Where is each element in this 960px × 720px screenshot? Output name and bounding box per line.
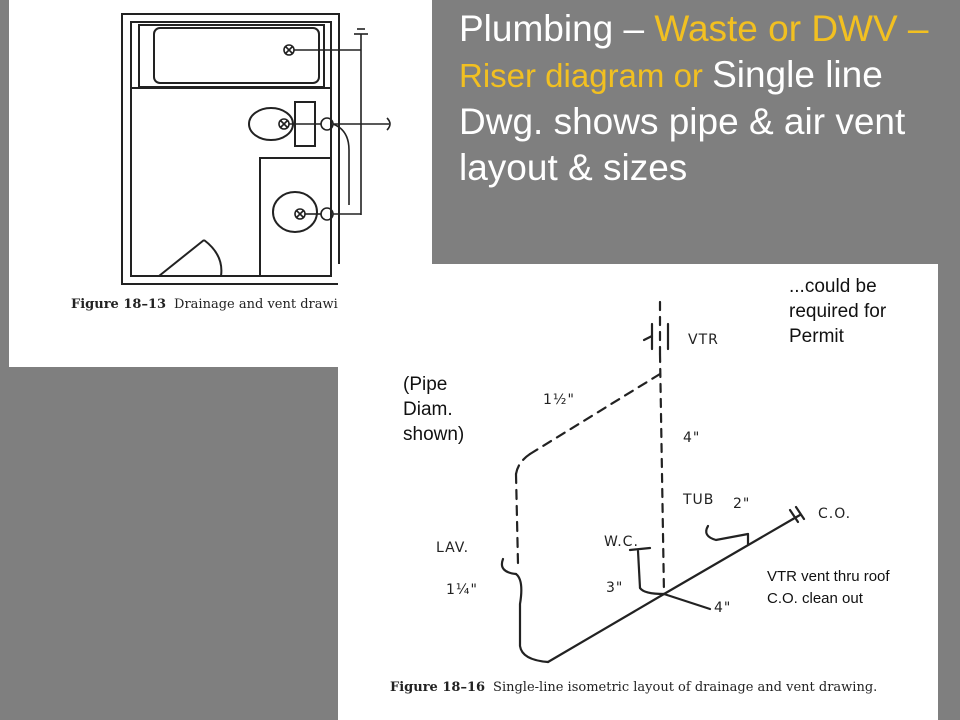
label-main-size: 4"	[714, 600, 731, 616]
door-leaf	[158, 239, 205, 277]
stack-line	[658, 352, 666, 596]
lavatory-basin	[272, 191, 318, 233]
figure-caption-riser: Figure 18–16 Single-line isometric layout…	[390, 680, 877, 695]
label-wc-size: 3"	[606, 580, 623, 596]
figure-number: Figure 18–16	[390, 680, 486, 695]
label-vtr: VTR	[688, 332, 719, 348]
label-stack-size: 4"	[683, 430, 700, 446]
isometric-riser-drawing: VTR 1½" 4" TUB 2" C.O. W.C. 3" 4" LAV. 1…	[436, 300, 851, 664]
title-part-3: Riser diagram or	[459, 57, 713, 94]
label-wc: W.C.	[604, 534, 639, 550]
tub-enclosure	[138, 24, 325, 88]
pipe-diameter-note: (Pipe Diam. shown)	[403, 374, 465, 445]
toilet-bowl	[248, 107, 294, 141]
figure-caption-text: Single-line isometric layout of drainage…	[493, 680, 878, 695]
lav-drain	[514, 572, 550, 664]
label-tub: TUB	[682, 492, 714, 508]
vanity	[259, 157, 332, 277]
legend-cleanout: C.O. clean out	[767, 590, 863, 607]
bathtub	[153, 27, 320, 84]
title-part-2: Waste or DWV –	[654, 8, 929, 49]
floor-plan-drawing	[121, 13, 391, 285]
title-part-4: Single line Dwg. shows pipe & air vent l…	[459, 54, 906, 188]
slide-title: Plumbing – Waste or DWV – Riser diagram …	[459, 6, 949, 191]
title-part-1: Plumbing –	[459, 8, 655, 49]
figure-caption-drainage: Figure 18–13 Drainage and vent drawing.	[71, 297, 359, 312]
figure-number: Figure 18–13	[71, 297, 167, 312]
permit-note: ...could be required for Permit	[789, 276, 887, 347]
label-tub-size: 2"	[733, 496, 750, 512]
floor-plan-figure: Figure 18–13 Drainage and vent drawing.	[9, 0, 432, 367]
legend-vtr: VTR vent thru roof	[767, 568, 890, 585]
label-cleanout: C.O.	[818, 506, 851, 522]
label-vent-size: 1½"	[543, 392, 575, 408]
door-swing	[203, 239, 223, 277]
inner-wall	[130, 21, 332, 277]
riser-diagram-figure: VTR 1½" 4" TUB 2" C.O. W.C. 3" 4" LAV. 1…	[338, 264, 938, 720]
building-drain	[546, 592, 666, 664]
outer-wall	[121, 13, 340, 285]
label-lav: LAV.	[436, 540, 469, 556]
label-lav-size: 1¼"	[446, 582, 478, 598]
figure-caption-text: Drainage and vent drawing.	[174, 297, 359, 312]
drain-to-cleanout	[662, 517, 795, 596]
abbreviation-legend: VTR vent thru roof C.O. clean out	[767, 566, 890, 610]
